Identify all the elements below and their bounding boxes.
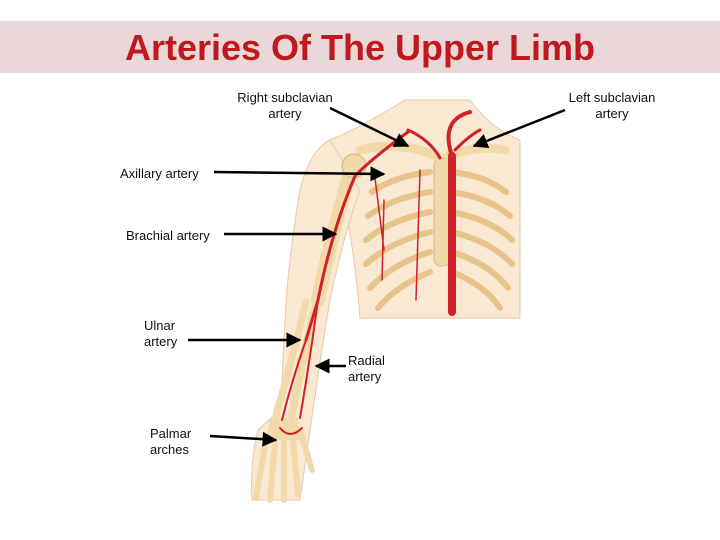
label-radial-line2: artery — [348, 369, 382, 384]
title-bar — [0, 21, 720, 73]
label-brachial-line1: Brachial artery — [126, 228, 210, 243]
label-left-subclavian: Left subclavian artery — [554, 90, 670, 122]
pointer-arrows — [188, 106, 566, 447]
label-left-subclavian-line1: Left subclavian — [568, 90, 656, 105]
page-title: Arteries Of The Upper Limb — [124, 27, 596, 68]
label-palmar-line2: arches — [150, 442, 190, 457]
arrow-right-subclavian — [329, 106, 410, 148]
arrow-left-subclavian — [472, 108, 566, 149]
label-brachial: Brachial artery — [126, 228, 210, 244]
label-ulnar-line1: Ulnar — [144, 318, 176, 333]
rib-cage — [363, 169, 515, 311]
label-palmar: Palmar arches — [150, 426, 191, 458]
sternum — [433, 157, 451, 267]
label-axillary-line1: Axillary artery — [120, 166, 199, 181]
label-right-subclavian-line2: artery — [268, 106, 302, 121]
label-ulnar: Ulnar artery — [144, 318, 177, 350]
label-radial: Radial artery — [348, 353, 385, 385]
label-palmar-line1: Palmar — [150, 426, 192, 441]
label-radial-line1: Radial — [348, 353, 385, 368]
torso-skin — [329, 99, 521, 319]
hand-bones — [266, 418, 300, 440]
label-ulnar-line2: artery — [144, 334, 178, 349]
label-axillary: Axillary artery — [120, 166, 199, 182]
label-right-subclavian-line1: Right subclavian — [237, 90, 333, 105]
label-right-subclavian: Right subclavian artery — [224, 90, 346, 122]
arrow-axillary — [213, 166, 386, 182]
label-left-subclavian-line2: artery — [595, 106, 629, 121]
arrow-palmar — [209, 431, 278, 447]
